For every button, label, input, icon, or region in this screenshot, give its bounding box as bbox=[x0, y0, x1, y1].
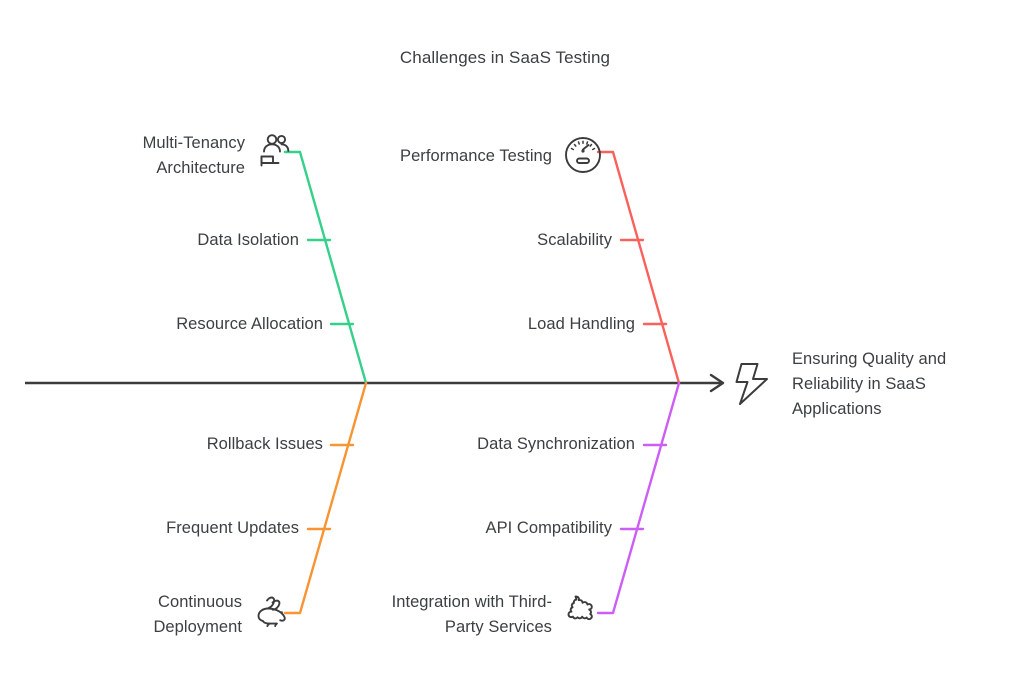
branch-line-red bbox=[596, 150, 681, 385]
cause-label-scalability: Scalability bbox=[537, 231, 612, 249]
branch-multi-tenancy bbox=[283, 150, 368, 385]
cause-label-load-handling: Load Handling bbox=[527, 315, 635, 333]
spine-arrowhead bbox=[709, 373, 725, 393]
rabbit-icon bbox=[254, 590, 296, 632]
branch-third-party-integration bbox=[596, 381, 681, 615]
cause-label-rollback-issues: Rollback Issues bbox=[206, 435, 323, 453]
cause-label-resource-allocation: Resource Allocation bbox=[176, 315, 323, 333]
puzzle-piece-icon bbox=[562, 589, 604, 631]
branch-continuous-deployment bbox=[283, 381, 368, 615]
branch-line-orange bbox=[283, 381, 368, 615]
branch-line-purple bbox=[596, 381, 681, 615]
branch-line-green bbox=[283, 150, 368, 385]
branch-head-label-third-party-integration: Integration with Third- Party Services bbox=[391, 593, 552, 636]
users-icon bbox=[256, 131, 298, 173]
spine-group bbox=[25, 373, 725, 393]
branch-head-label-performance-testing: Performance Testing bbox=[400, 147, 552, 165]
effect-label: Ensuring Quality and Reliability in SaaS… bbox=[792, 350, 947, 418]
page-title: Challenges in SaaS Testing bbox=[399, 48, 611, 67]
cause-label-api-compatibility: API Compatibility bbox=[485, 519, 612, 537]
lightning-bolt-icon bbox=[730, 360, 776, 408]
branch-performance-testing bbox=[596, 150, 681, 385]
cause-label-data-isolation: Data Isolation bbox=[197, 231, 299, 249]
branch-head-label-multi-tenancy: Multi-Tenancy Architecture bbox=[142, 134, 245, 177]
gauge-icon bbox=[562, 134, 604, 176]
branch-head-label-continuous-deployment: Continuous Deployment bbox=[153, 593, 242, 636]
cause-label-frequent-updates: Frequent Updates bbox=[166, 519, 299, 537]
cause-label-data-synchronization: Data Synchronization bbox=[477, 435, 635, 453]
